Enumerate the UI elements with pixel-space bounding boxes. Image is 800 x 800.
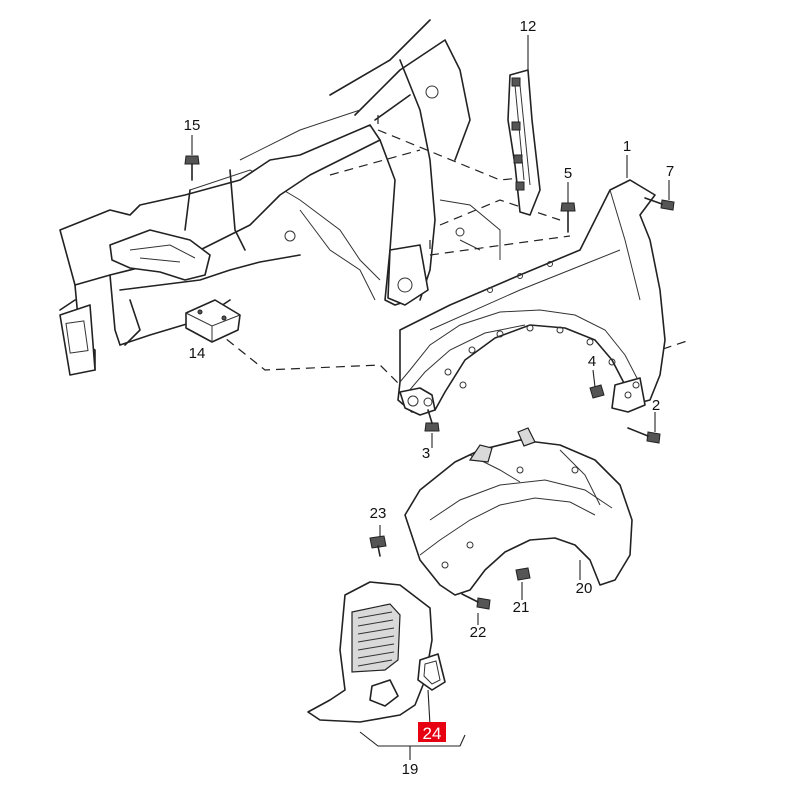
assembly-lines [214, 115, 691, 396]
callouts: 15 12 1 5 7 4 2 14 3 23 20 21 22 24 19 [184, 18, 675, 778]
leader-lines [191, 35, 670, 760]
callout-15: 15 [184, 117, 201, 134]
callout-4: 4 [588, 353, 596, 370]
callout-7: 7 [666, 163, 674, 180]
bracket-14 [185, 299, 241, 343]
callout-2: 2 [652, 397, 660, 414]
callout-20: 20 [576, 580, 593, 597]
bolt-22 [461, 593, 491, 610]
wheel-housing-liner [404, 427, 633, 596]
front-fender [397, 179, 666, 416]
callout-1: 1 [623, 138, 631, 155]
a-pillar-strip [507, 69, 541, 216]
lower-liner [307, 581, 446, 723]
body-structure [59, 19, 501, 376]
callout-12: 12 [520, 18, 537, 35]
callout-19: 19 [402, 761, 419, 778]
callout-14: 14 [189, 345, 206, 362]
callout-22: 22 [470, 624, 487, 641]
clip-23 [369, 535, 387, 557]
bolt-5 [560, 202, 576, 233]
nut-21 [515, 567, 531, 581]
callout-3: 3 [422, 445, 430, 462]
bolt-15 [184, 155, 200, 181]
nut-4 [589, 384, 605, 399]
bolt-2 [627, 427, 661, 444]
fasteners [184, 155, 675, 610]
bolt-3 [424, 409, 440, 432]
callout-24: 24 [423, 724, 442, 743]
callout-21: 21 [513, 599, 530, 616]
bolt-7 [644, 197, 675, 211]
callout-23: 23 [370, 505, 387, 522]
callout-5: 5 [564, 165, 572, 182]
callout-24-highlight: 24 [418, 722, 446, 743]
